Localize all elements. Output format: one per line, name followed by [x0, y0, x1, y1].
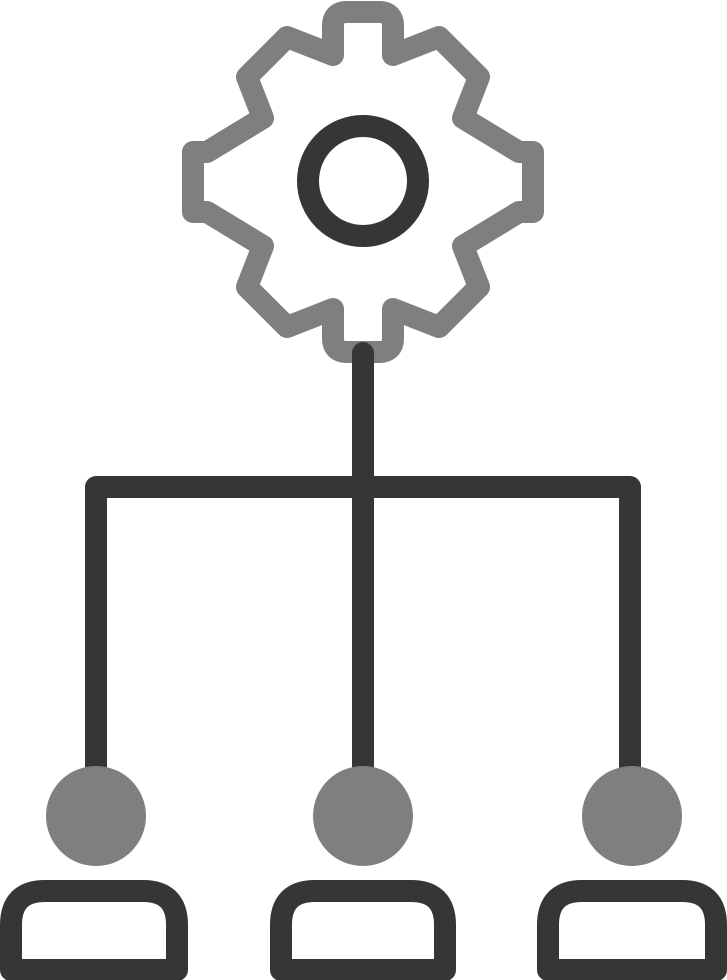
user-body [270, 880, 456, 980]
user-body [537, 880, 727, 980]
gear-hub-icon [297, 115, 429, 247]
user-icon [270, 766, 456, 980]
user-body [0, 880, 188, 980]
connector-branches [85, 476, 641, 781]
hierarchy-connector-icon [85, 342, 641, 781]
gear-icon [182, 1, 544, 363]
user-icon [537, 766, 727, 980]
user-head [46, 766, 146, 866]
user-head [313, 766, 413, 866]
gear-outline [182, 1, 544, 363]
user-icon [0, 766, 188, 980]
user-head [582, 766, 682, 866]
